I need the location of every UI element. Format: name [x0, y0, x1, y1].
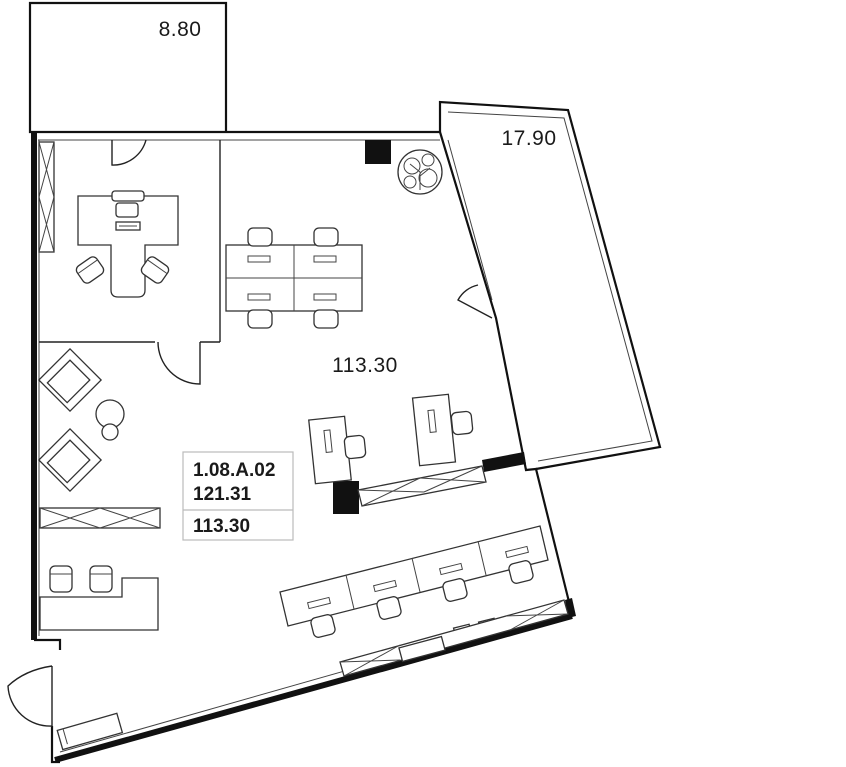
main-room-area: 113.30 [332, 354, 398, 377]
room-top-left: 8.80 [28, 1, 228, 134]
lounge-area [37, 347, 161, 631]
balcony-door [457, 284, 493, 319]
room-top-left-area: 8.80 [159, 18, 202, 41]
workstation-cluster [225, 227, 363, 329]
unit-code: 1.08.A.02 [193, 460, 275, 481]
unit-info-box: 1.08.A.02 121.31 113.30 [182, 451, 294, 541]
room-balcony-area: 17.90 [501, 127, 556, 150]
unit-total-area: 121.31 [193, 484, 252, 505]
entrance-door [7, 665, 124, 751]
office-desk-group [75, 190, 179, 298]
middle-desks [308, 393, 487, 507]
column-center [333, 481, 359, 514]
column-top [365, 140, 391, 164]
bottom-desks [279, 525, 569, 677]
unit-usable-area: 113.30 [193, 516, 250, 537]
plant-icon [397, 149, 443, 195]
office-partition [38, 139, 221, 385]
column-right [482, 452, 526, 472]
room-balcony: 17.90 [438, 100, 662, 471]
